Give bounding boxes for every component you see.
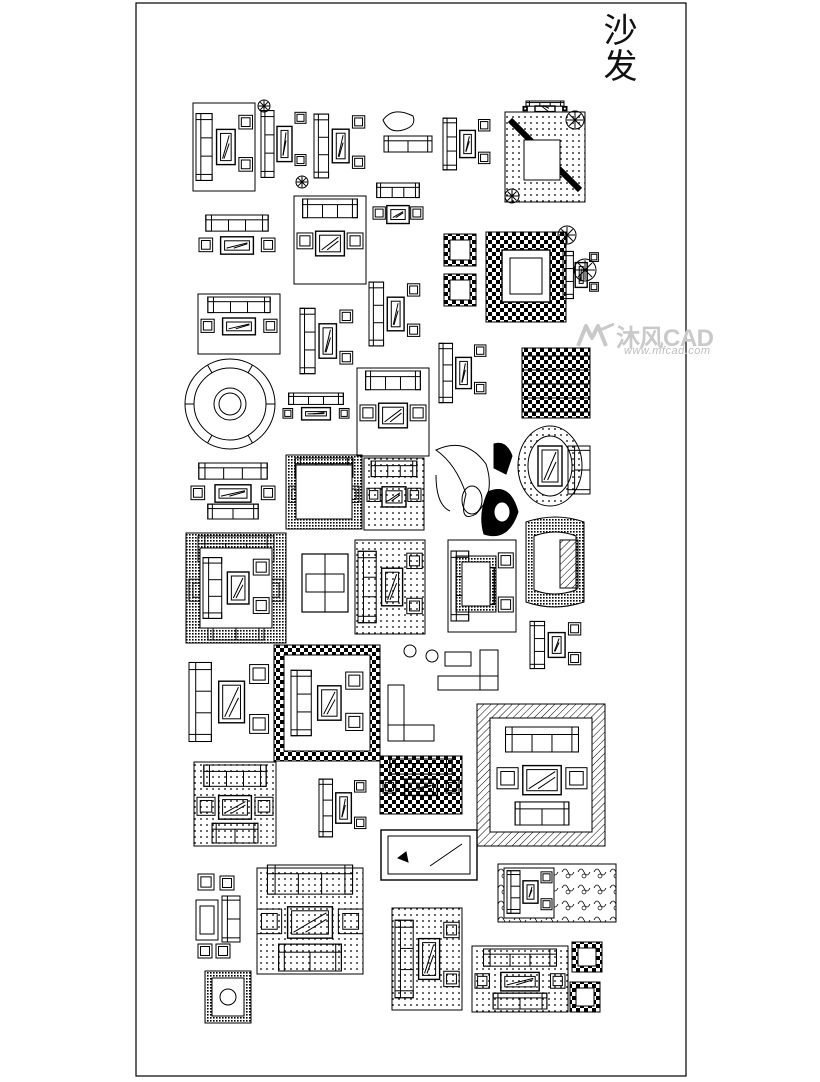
sofa-set-31: [563, 251, 598, 298]
sofa-set-29: [472, 946, 568, 1012]
small-items-group: [196, 874, 251, 1023]
sofa-set-3: [198, 294, 280, 354]
organic-seats: [436, 443, 518, 535]
sofa-set-1: [193, 103, 255, 191]
sofa-set-22: [380, 756, 462, 814]
sofa-set-14-framed: [274, 645, 380, 761]
sofa-set-18: [369, 282, 420, 346]
pool-table: [381, 830, 477, 880]
sofa-set-10: [294, 196, 366, 284]
sofa-set-32: [530, 621, 581, 668]
sofa-set-30: [523, 101, 567, 112]
sofa-set-19: [357, 368, 429, 456]
dining-table-plan: [302, 554, 348, 612]
sofa-set-21: [355, 540, 425, 634]
sofa-set-12: [283, 393, 349, 420]
sofa-set-4: [191, 463, 275, 519]
mfcad-logo-icon: [574, 320, 618, 350]
curved-sectional: [526, 517, 584, 607]
round-sofa: [185, 359, 275, 449]
sofa-set-20: [364, 458, 424, 530]
sofa-set-9: [314, 114, 365, 178]
sofa-set-7: [194, 762, 276, 846]
sofa-set-2: [199, 215, 275, 254]
sofa-set-11: [300, 308, 353, 373]
curved-sofa: [383, 112, 432, 152]
sofa-set-23: [392, 908, 462, 1010]
watermark-url: www.mfcad.com: [624, 345, 711, 357]
sofa-set-8: [258, 100, 308, 188]
oval-rug-set: [518, 426, 590, 506]
garden-set: [505, 111, 585, 203]
sofa-set-5-inner: [200, 548, 272, 628]
sofa-set-6: [189, 662, 269, 741]
sofa-set-24: [443, 118, 490, 170]
small-rugs: [570, 942, 602, 1012]
rug-squares: [444, 234, 476, 306]
plaid-rug-set: [522, 348, 590, 418]
drawing-title: 沙发: [596, 12, 636, 84]
watermark: 沐风CAD www.mfcad.com: [574, 318, 724, 358]
sofa-set-15: [319, 779, 366, 837]
sofa-set-17: [373, 183, 423, 224]
sofa-set-25: [439, 343, 486, 402]
sofa-set-blocks: [185, 100, 616, 1023]
